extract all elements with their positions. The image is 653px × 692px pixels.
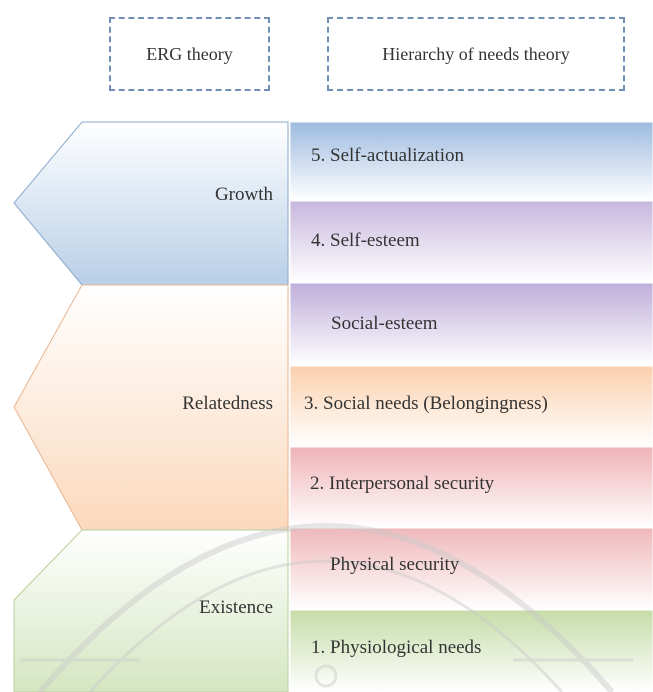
erg-label-relatedness: Relatedness — [182, 393, 273, 414]
hierarchy-header-label: Hierarchy of needs theory — [382, 43, 570, 64]
watermark-seal — [20, 523, 633, 692]
erg-chevron-existence — [13, 529, 289, 692]
need-label-self-esteem: 4. Self-esteem — [311, 230, 420, 251]
need-label-self-actualization: 5. Self-actualization — [311, 145, 464, 166]
need-label-physiological-needs: 1. Physiological needs — [311, 637, 482, 658]
need-band-self-esteem — [289, 200, 653, 284]
need-label-social-needs: 3. Social needs (Belongingness) — [304, 393, 548, 414]
erg-theory-header-label: ERG theory — [146, 43, 233, 64]
need-label-social-esteem: Social-esteem — [331, 313, 438, 334]
hierarchy-bands — [289, 121, 653, 692]
need-band-social-esteem — [289, 282, 653, 367]
erg-label-growth: Growth — [214, 184, 273, 205]
need-label-interpersonal-security: 2. Interpersonal security — [310, 473, 495, 494]
erg-theory-header: ERG theory — [109, 17, 270, 91]
hierarchy-header: Hierarchy of needs theory — [327, 17, 625, 91]
erg-label-existence: Existence — [199, 597, 273, 618]
need-band-physiological-needs — [289, 609, 653, 692]
need-band-social-needs — [289, 365, 653, 448]
need-label-physical-security: Physical security — [330, 554, 460, 575]
need-band-physical-security — [289, 527, 653, 611]
